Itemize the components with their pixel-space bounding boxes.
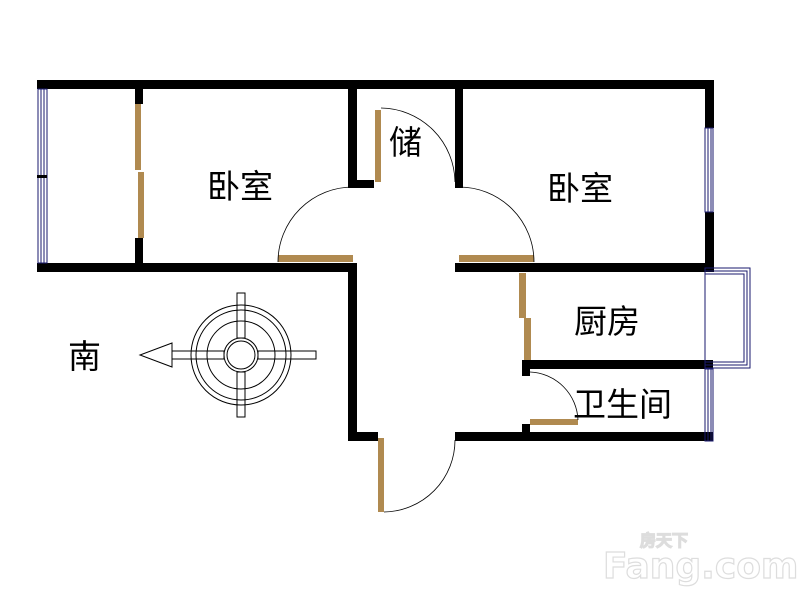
room-label-bathroom: 卫生间 xyxy=(573,385,672,424)
walls xyxy=(37,80,714,441)
wall-kitchen-bottom xyxy=(522,360,713,369)
door-swings xyxy=(277,107,579,513)
windows xyxy=(37,88,751,442)
room-label-bedroom-right: 卧室 xyxy=(547,169,613,208)
wall-storage-stub xyxy=(348,180,374,188)
door-kitchen-2 xyxy=(524,318,531,360)
wall-bottom-left xyxy=(37,263,357,272)
wall-corridor-bottom-left xyxy=(348,432,378,441)
wall-bath-stub-bottom xyxy=(522,424,530,436)
window-bedroom-right xyxy=(704,127,714,213)
wall-bath-stub-top xyxy=(522,360,530,376)
watermark-logo: 房天下 Fang.com xyxy=(602,530,799,587)
wall-bedroom-right-bottom xyxy=(455,263,713,272)
wall-right-mid xyxy=(705,212,714,272)
door-bedroom-right xyxy=(459,255,534,262)
wall-partition-bottom xyxy=(135,238,143,266)
compass xyxy=(138,292,317,418)
door-entrance xyxy=(378,438,384,512)
compass-direction-label: 南 xyxy=(68,337,101,376)
wall-storage-left xyxy=(348,88,357,188)
room-label-kitchen: 厨房 xyxy=(574,302,640,341)
wall-right-top xyxy=(705,80,714,128)
doors xyxy=(135,104,578,512)
watermark-brand: Fang.com xyxy=(603,546,798,587)
wall-storage-right xyxy=(455,88,463,188)
door-bedroom-left xyxy=(278,255,353,262)
arrow-south-icon xyxy=(138,342,173,368)
door-balcony-2 xyxy=(138,172,144,238)
window-bathroom xyxy=(704,368,714,442)
wall-top xyxy=(37,80,713,89)
door-storage xyxy=(375,110,381,182)
wall-corridor-left xyxy=(348,263,357,441)
wall-partition-top xyxy=(135,88,143,104)
room-label-bedroom-left: 卧室 xyxy=(207,167,273,206)
watermark-chinese: 房天下 xyxy=(640,531,688,550)
window-kitchen-bay xyxy=(704,267,751,369)
door-bathroom xyxy=(530,419,578,425)
door-kitchen-1 xyxy=(519,273,526,318)
room-label-storage: 储 xyxy=(389,123,422,162)
door-balcony-1 xyxy=(135,104,141,170)
wall-bottom-right xyxy=(455,432,713,441)
